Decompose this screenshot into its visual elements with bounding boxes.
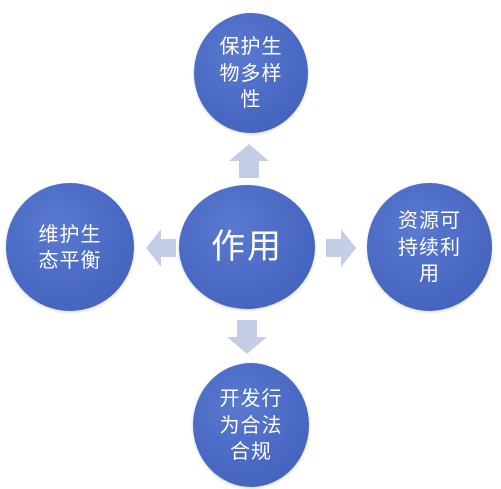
arrow-up-icon xyxy=(229,144,269,178)
arrow-down-icon xyxy=(227,320,267,354)
left-node-maintain-ecological-balance: 维护生 态平衡 xyxy=(6,183,134,311)
bottom-node-label: 开发行 为合法 合规 xyxy=(219,386,283,464)
right-node-sustainable-resources: 资源可 持续利 用 xyxy=(367,183,492,311)
right-node-label: 资源可 持续利 用 xyxy=(398,208,461,286)
arrow-left-icon xyxy=(146,229,176,267)
center-node-label: 作用 xyxy=(211,226,283,267)
bottom-node-legal-compliance: 开发行 为合法 合规 xyxy=(193,363,309,487)
top-node-label: 保护生 物多样 性 xyxy=(219,34,283,112)
left-node-label: 维护生 态平衡 xyxy=(38,221,102,272)
arrow-right-icon xyxy=(326,229,356,267)
center-node: 作用 xyxy=(179,185,315,309)
top-node-protect-biodiversity: 保护生 物多样 性 xyxy=(194,13,308,133)
